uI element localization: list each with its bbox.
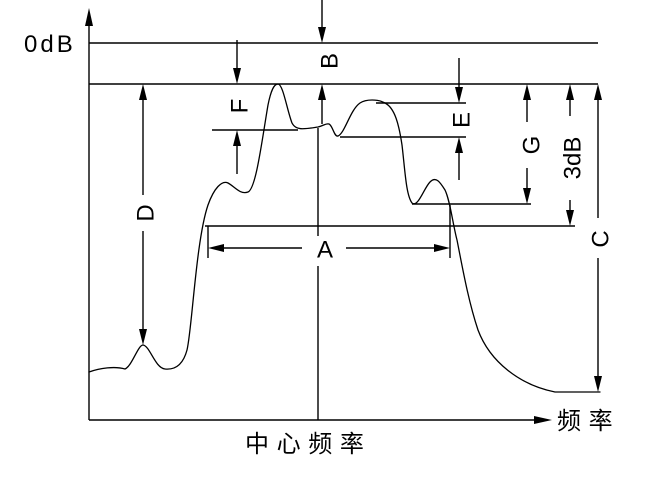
x-axis-label: 频 率 <box>557 407 613 435</box>
dimension-e-bottom-arrowhead <box>455 137 463 153</box>
dimension-g-label: G <box>519 136 546 155</box>
dimension-a-left-arrowhead <box>208 244 224 252</box>
dimension-c-bottom-arrowhead <box>594 376 602 392</box>
dimension-b-top-arrowhead <box>318 27 326 43</box>
center-frequency-label: 中 心 频 率 <box>245 430 364 458</box>
dimension-3db-bottom-arrowhead <box>566 210 574 226</box>
dimension-f-bottom-arrowhead <box>233 130 241 146</box>
dimension-d-bottom-arrowhead <box>139 329 147 345</box>
dimension-c: C <box>588 84 615 392</box>
dimension-f: F <box>212 40 298 174</box>
dimension-d-label: D <box>133 204 160 221</box>
dimension-3db-top-arrowhead <box>566 84 574 100</box>
dimension-g-bottom-arrowhead <box>523 188 531 204</box>
dimension-f-top-arrowhead <box>233 68 241 84</box>
response-curve <box>88 83 601 393</box>
dimension-e-top-arrowhead <box>455 87 463 103</box>
dimension-b-label: B <box>317 53 344 69</box>
dimension-e: E <box>340 58 476 180</box>
dimension-3db-label: 3dB <box>560 137 587 180</box>
dimension-g: G <box>412 84 546 205</box>
dimension-a-right-arrowhead <box>434 244 450 252</box>
dimension-d: D <box>133 84 160 345</box>
dimension-d-top-arrowhead <box>139 84 147 100</box>
dimension-f-label: F <box>227 99 254 114</box>
dimension-e-label: E <box>449 112 476 128</box>
dimension-a-label: A <box>317 237 333 264</box>
axes: 频 率 0dB 中 心 频 率 <box>24 8 613 458</box>
dimension-b: B <box>317 0 344 124</box>
dimension-a: A <box>207 205 451 264</box>
dimension-g-top-arrowhead <box>523 84 531 100</box>
x-axis-arrowhead <box>534 416 552 424</box>
dimension-b-bottom-arrowhead <box>318 84 326 100</box>
dimension-c-label: C <box>588 230 615 247</box>
dimension-c-top-arrowhead <box>594 84 602 100</box>
dimension-3db: 3dB <box>205 84 587 227</box>
y-axis-arrowhead <box>85 8 93 26</box>
zero-db-label: 0dB <box>24 31 76 58</box>
